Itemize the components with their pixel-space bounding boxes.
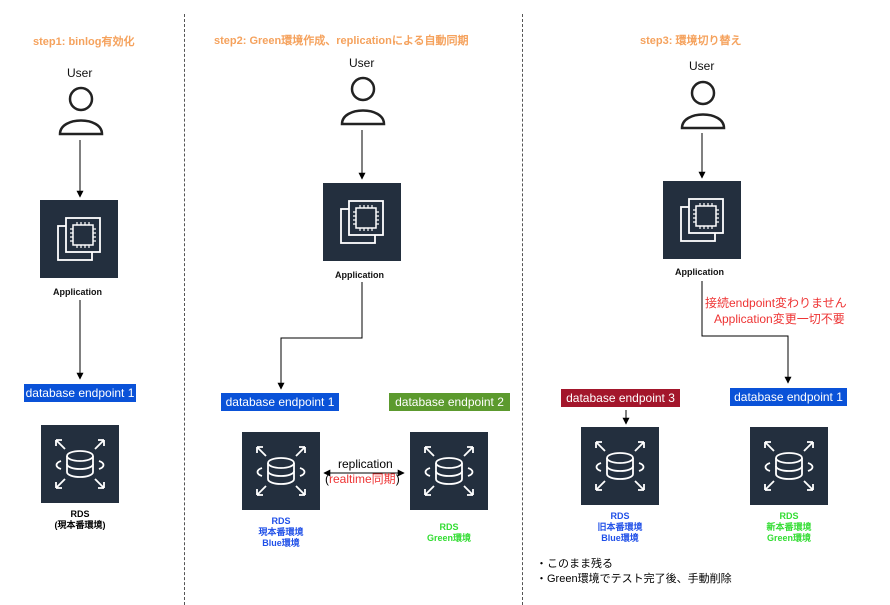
rds-database-icon bbox=[256, 446, 306, 496]
note-manual-delete: ・Green環境でテスト完了後、手動削除 bbox=[536, 573, 732, 585]
ec2-application-icon bbox=[323, 183, 401, 261]
step2-database-endpoint-1: database endpoint 1 bbox=[221, 393, 339, 411]
step3-rds-blue-icon bbox=[581, 427, 659, 505]
step2-rds-blue-icon bbox=[242, 432, 320, 510]
divider-step1-step2 bbox=[184, 14, 185, 605]
rds-database-icon bbox=[764, 441, 814, 491]
rds-database-icon bbox=[595, 441, 645, 491]
ec2-application-icon bbox=[40, 200, 118, 278]
step2-rds-blue-label: RDS 現本番環境 Blue環境 bbox=[258, 516, 304, 548]
rds-database-icon bbox=[55, 439, 105, 489]
user-icon bbox=[58, 86, 104, 136]
step1-database-endpoint-1: database endpoint 1 bbox=[24, 384, 136, 402]
step3-database-endpoint-3: database endpoint 3 bbox=[561, 389, 680, 407]
step3-rds-green-icon bbox=[750, 427, 828, 505]
step3-user-label: User bbox=[689, 59, 715, 73]
ec2-application-icon bbox=[663, 181, 741, 259]
realtime-sync-label: (realtime同期) bbox=[325, 472, 400, 486]
step2-database-endpoint-2: database endpoint 2 bbox=[389, 393, 510, 411]
step2-rds-green-label: RDS Green環境 bbox=[426, 522, 471, 543]
step2-application-label: Application bbox=[335, 270, 384, 280]
ec2-chip-icon bbox=[340, 200, 384, 244]
step1-rds-label: RDS (現本番環境) bbox=[54, 509, 106, 530]
step1-user-label: User bbox=[67, 66, 93, 80]
ec2-chip-icon bbox=[680, 198, 724, 242]
user-icon bbox=[340, 76, 386, 126]
step2-title: step2: Green環境作成、replicationによる自動同期 bbox=[214, 35, 469, 47]
step2-user-label: User bbox=[349, 56, 375, 70]
step3-title: step3: 環境切り替え bbox=[640, 35, 742, 47]
rds-database-icon bbox=[424, 446, 474, 496]
note-keep-blue: ・このまま残る bbox=[536, 558, 613, 570]
no-app-change-note: Application変更一切不要 bbox=[714, 312, 845, 326]
step3-rds-blue-label: RDS 旧本番環境 Blue環境 bbox=[597, 511, 643, 543]
step1-rds-icon bbox=[41, 425, 119, 503]
endpoint-unchanged-note: 接続endpoint変わりません bbox=[705, 296, 847, 310]
step3-rds-green-label: RDS 新本番環境 Green環境 bbox=[766, 511, 812, 543]
ec2-chip-icon bbox=[57, 217, 101, 261]
step2-rds-green-icon bbox=[410, 432, 488, 510]
step1-title: step1: binlog有効化 bbox=[33, 36, 135, 48]
step3-database-endpoint-1: database endpoint 1 bbox=[730, 388, 847, 406]
step1-application-label: Application bbox=[53, 287, 102, 297]
step3-application-label: Application bbox=[675, 267, 724, 277]
user-icon bbox=[680, 80, 726, 130]
replication-label: replication bbox=[338, 457, 393, 471]
divider-step2-step3 bbox=[522, 14, 523, 605]
